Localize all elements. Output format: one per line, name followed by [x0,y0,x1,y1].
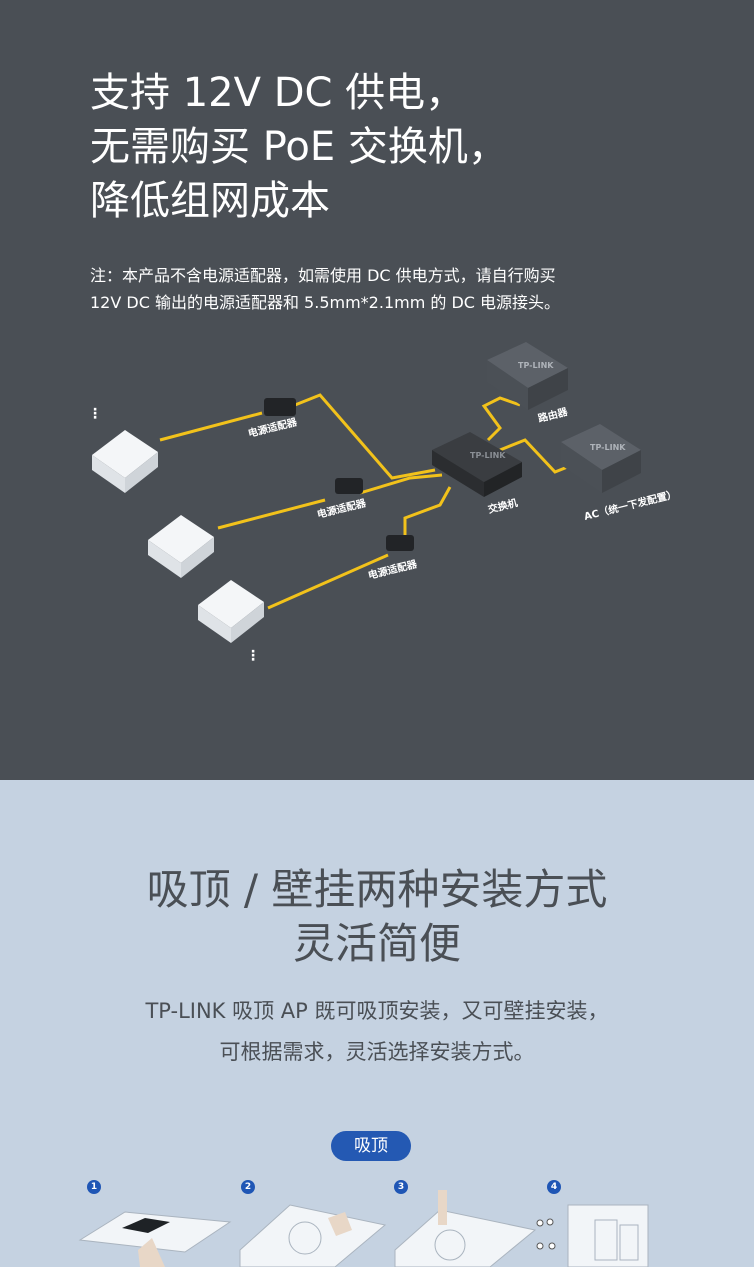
ac-device [561,424,641,493]
router-label: 路由器 [537,405,570,425]
headline-line-3: 降低组网成本 [90,178,330,224]
cable-adapter3-switch [403,486,452,548]
power-adapter-3 [386,535,414,551]
ap-device-2 [148,515,214,578]
cables [159,393,571,610]
switch-device [432,432,522,497]
headline-line-2: 无需购买 PoE 交换机， [90,124,508,170]
install-section [0,780,754,1267]
ac-label: AC（统一下发配置） [583,487,678,523]
ap-device-1 [92,430,158,493]
step-number-4: 4 [547,1180,561,1194]
cable-ap3-adapter [267,553,389,610]
step-1-illustration [78,1211,232,1267]
cable-adapter1-switch [294,393,436,480]
install-steps-illustration [78,1190,649,1267]
adapter-label-1: 电源适配器 [247,415,300,440]
power-adapter-1 [264,398,296,416]
power-adapter-2 [335,478,363,494]
cable-switch-router [481,396,521,442]
install-desc-line-1: TP-LINK 吸顶 AP 既可吸顶安装，又可壁挂安装， [145,999,609,1023]
switch-label: 交换机 [487,496,519,516]
cable-ap1-adapter [159,411,263,442]
ellipsis-bottom: ⋮ [246,648,260,664]
dc-power-section [0,0,754,780]
network-diagram: 电源适配器 电源适配器 电源适配器 交换机 路由器 AC（统一下发配置） TP-… [88,342,678,664]
step-2-illustration [239,1204,387,1267]
note-line-1: 注：本产品不含电源适配器，如需使用 DC 供电方式，请自行购买 [90,266,556,285]
tab-ceiling-mount[interactable]: 吸顶 [331,1131,411,1161]
cable-ap2-adapter [217,498,326,530]
dc-power-headline: 支持 12V DC 供电， 无需购买 PoE 交换机， 降低组网成本 [90,66,508,228]
power-note: 注：本产品不含电源适配器，如需使用 DC 供电方式，请自行购买 12V DC 输… [90,262,560,316]
cable-switch-ac [499,438,571,474]
adapters [264,398,414,551]
install-title-line-1: 吸顶 / 壁挂两种安装方式 [146,865,608,914]
switch-brand: TP-LINK [470,451,506,460]
note-line-2: 12V DC 输出的电源适配器和 5.5mm*2.1mm 的 DC 电源接头。 [90,293,561,312]
router-brand: TP-LINK [518,361,554,370]
step-number-2: 2 [241,1180,255,1194]
ac-brand: TP-LINK [590,443,626,452]
step-3-illustration [394,1190,537,1267]
install-desc-line-2: 可根据需求，灵活选择安装方式。 [219,1040,535,1064]
step-number-1: 1 [87,1180,101,1194]
headline-line-1: 支持 12V DC 供电， [90,70,466,116]
step-4-illustration [536,1204,649,1267]
step-number-3: 3 [394,1180,408,1194]
router-device [487,342,568,410]
ap-device-3 [198,580,264,643]
install-title-line-2: 灵活简便 [292,919,461,968]
cable-adapter2-switch [359,473,443,495]
ellipsis-top: ⋮ [88,406,102,422]
